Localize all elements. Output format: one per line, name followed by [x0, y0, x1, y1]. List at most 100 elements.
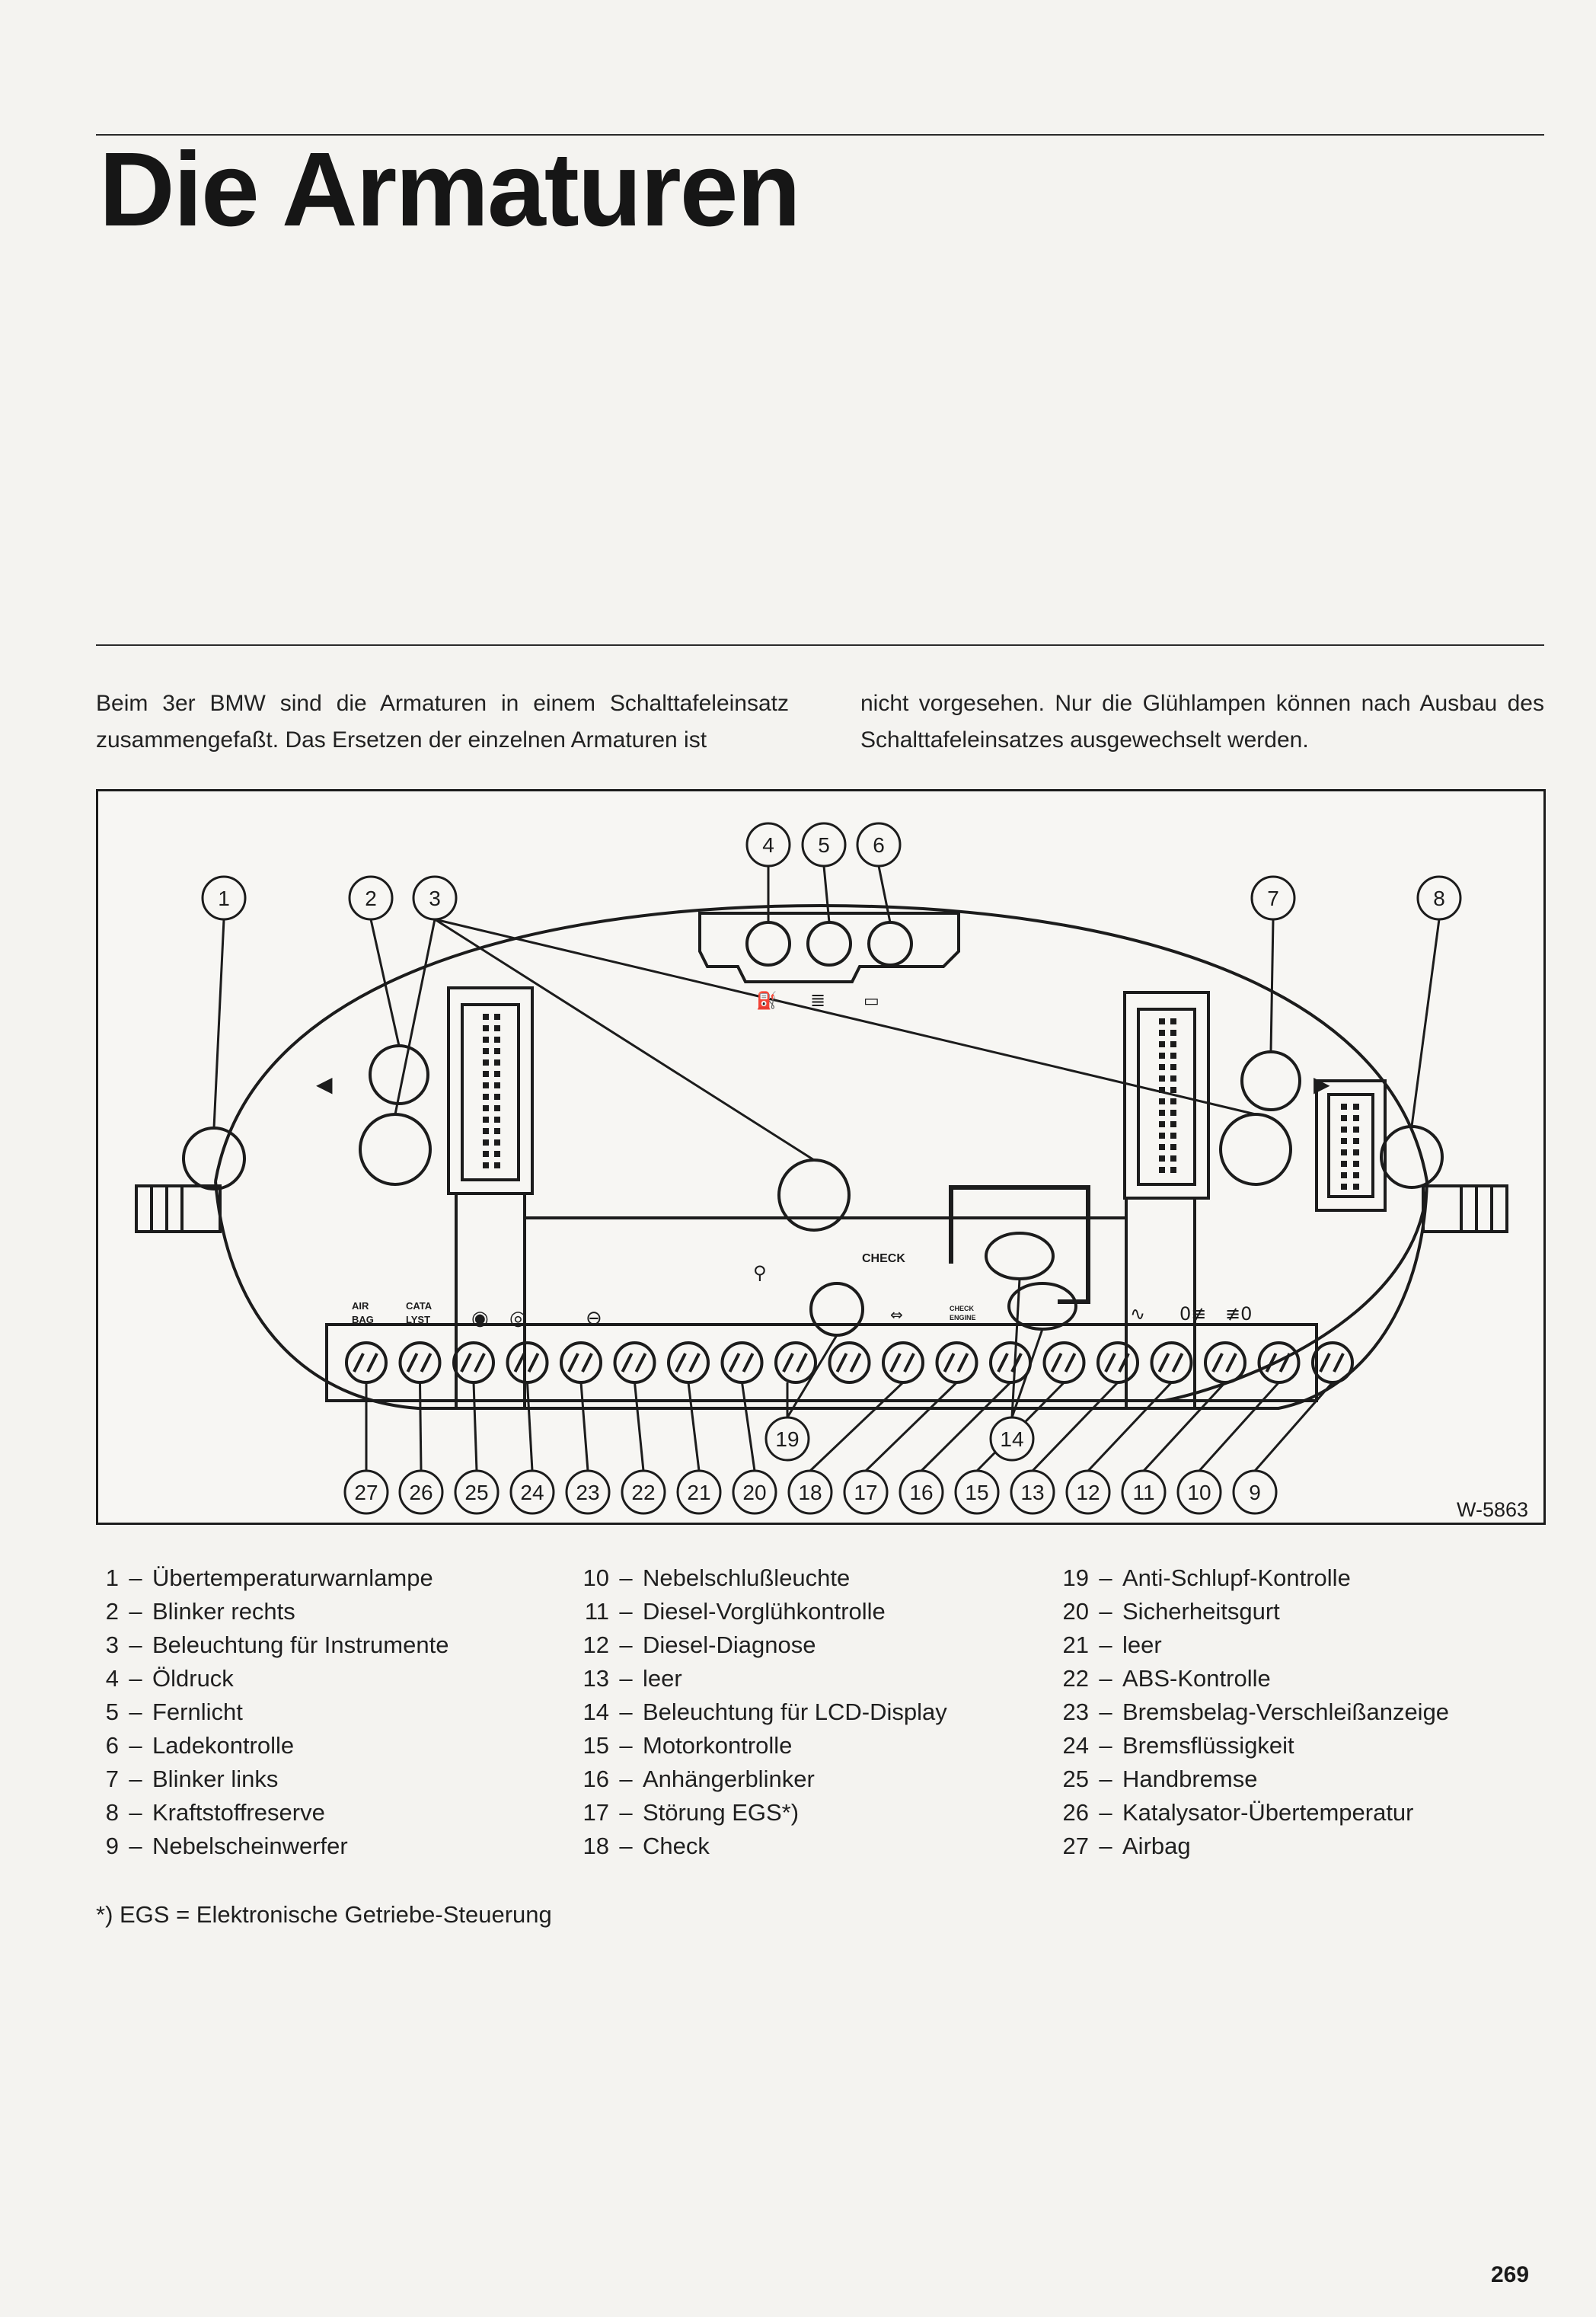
connector-pin	[1170, 1041, 1176, 1047]
legend-label: Übertemperaturwarnlampe	[152, 1564, 433, 1591]
legend-item: 9–Nebelscheinwerfer	[96, 1830, 448, 1863]
legend-label: Katalysator-Übertemperatur	[1122, 1799, 1414, 1826]
bottom-bulb	[1204, 1341, 1246, 1384]
bulb-filament	[513, 1353, 540, 1373]
connector-pin	[494, 1151, 500, 1157]
bottom-bulb	[882, 1341, 924, 1384]
connector-pin	[1341, 1127, 1347, 1133]
connector-pin	[494, 1014, 500, 1020]
callout-number: 4	[762, 833, 774, 857]
legend-item: 24–Bremsflüssigkeit	[1058, 1729, 1449, 1763]
legend-number: 8	[105, 1799, 119, 1826]
bottom-bulb	[560, 1341, 602, 1384]
legend-label: Öldruck	[152, 1665, 234, 1692]
connector-pin	[1159, 1030, 1165, 1036]
bulb-filament	[943, 1353, 969, 1373]
leader-line	[419, 1382, 423, 1472]
connector-pin	[1341, 1104, 1347, 1110]
right-shaft	[1422, 1184, 1508, 1233]
legend-label: Bremsbelag-Verschleißanzeige	[1122, 1699, 1450, 1725]
legend-dash: –	[129, 1732, 142, 1759]
callout-10: 10	[1176, 1469, 1222, 1515]
legend-label: ABS-Kontrolle	[1122, 1665, 1271, 1692]
callout-circle	[343, 1469, 389, 1515]
callout-circle	[787, 1469, 833, 1515]
callout-number: 1	[218, 887, 230, 910]
connector-pin	[1159, 1133, 1165, 1139]
leader-line	[394, 919, 436, 1115]
cluster-lower-edge	[214, 1181, 1428, 1410]
legend-dash: –	[1099, 1665, 1112, 1692]
connector-pin	[1341, 1184, 1347, 1190]
rear-fog-icon: 0≢	[1179, 1303, 1206, 1325]
connector-pin	[1159, 1167, 1165, 1173]
legend-item: 14–Beleuchtung für LCD-Display	[576, 1695, 947, 1729]
callout-circle	[1232, 1469, 1278, 1515]
legend-item: 3–Beleuchtung für Instrumente	[96, 1628, 449, 1662]
socket-3-center	[777, 1158, 851, 1232]
connector-pin	[1353, 1115, 1359, 1121]
connector-pin	[494, 1162, 500, 1168]
leader-line	[579, 1382, 589, 1472]
connector-pin	[1170, 1030, 1176, 1036]
bulb-filament	[621, 1353, 647, 1373]
legend-item: 4–Öldruck	[96, 1662, 448, 1695]
bottom-bulb	[774, 1341, 817, 1384]
callout-circle	[398, 1469, 444, 1515]
legend-number: 4	[105, 1665, 119, 1692]
callout-14: 14	[989, 1416, 1035, 1462]
connector-pin	[494, 1037, 500, 1043]
legend-number: 7	[105, 1766, 119, 1792]
left-connector	[447, 986, 534, 1195]
callout-number: 17	[854, 1481, 877, 1504]
callout-circle	[1250, 875, 1296, 921]
legend-label: leer	[643, 1665, 682, 1692]
battery-icon: ▭	[863, 992, 879, 1011]
legend-dash: –	[619, 1799, 633, 1826]
callout-2: 2	[348, 875, 394, 921]
cluster-outline	[214, 903, 1429, 1402]
legend-item: 23–Bremsbelag-Verschleißanzeige	[1058, 1695, 1450, 1729]
airbag-label-2: BAG	[352, 1314, 374, 1325]
connector-pin	[494, 1117, 500, 1123]
callout-number: 5	[818, 833, 830, 857]
connector-pin	[483, 1117, 489, 1123]
legend-label: Ladekontrolle	[152, 1732, 295, 1759]
bottom-bulb	[452, 1341, 495, 1384]
callout-number: 14	[1000, 1427, 1023, 1451]
connector-pin	[1159, 1075, 1165, 1082]
callout-number: 27	[354, 1481, 378, 1504]
legend-item: 8–Kraftstoffreserve	[96, 1796, 448, 1830]
callout-circle	[764, 1416, 810, 1462]
connector-pin	[1170, 1053, 1176, 1059]
bulb-filament	[1104, 1353, 1130, 1373]
legend-label: Nebelscheinwerfer	[152, 1833, 348, 1859]
bulb-filament	[406, 1353, 433, 1373]
bottom-bulb	[613, 1341, 656, 1384]
catalyst-label-2: LYST	[406, 1314, 430, 1325]
legend-dash: –	[129, 1766, 142, 1792]
callout-number: 26	[409, 1481, 433, 1504]
leader-line	[1410, 919, 1441, 1127]
callout-circle	[1121, 1469, 1167, 1515]
legend-label: Anhängerblinker	[643, 1766, 815, 1792]
legend-dash: –	[129, 1631, 142, 1658]
connector-pin	[483, 1048, 489, 1054]
connector-pin	[1159, 1041, 1165, 1047]
callout-number: 13	[1020, 1481, 1044, 1504]
callout-7: 7	[1250, 875, 1296, 921]
page-number: 269	[1491, 2262, 1530, 2287]
bulb-filament	[1157, 1353, 1184, 1373]
callout-11: 11	[1121, 1469, 1167, 1515]
legend-number: 15	[583, 1732, 609, 1759]
connector-pin	[1159, 1155, 1165, 1162]
legend-number: 24	[1062, 1732, 1089, 1759]
connector-pin	[494, 1059, 500, 1066]
connector-pin	[1159, 1110, 1165, 1116]
connector-pin	[483, 1105, 489, 1111]
callout-circle	[732, 1469, 777, 1515]
callout-circle	[899, 1469, 944, 1515]
leader-line	[687, 1382, 701, 1472]
